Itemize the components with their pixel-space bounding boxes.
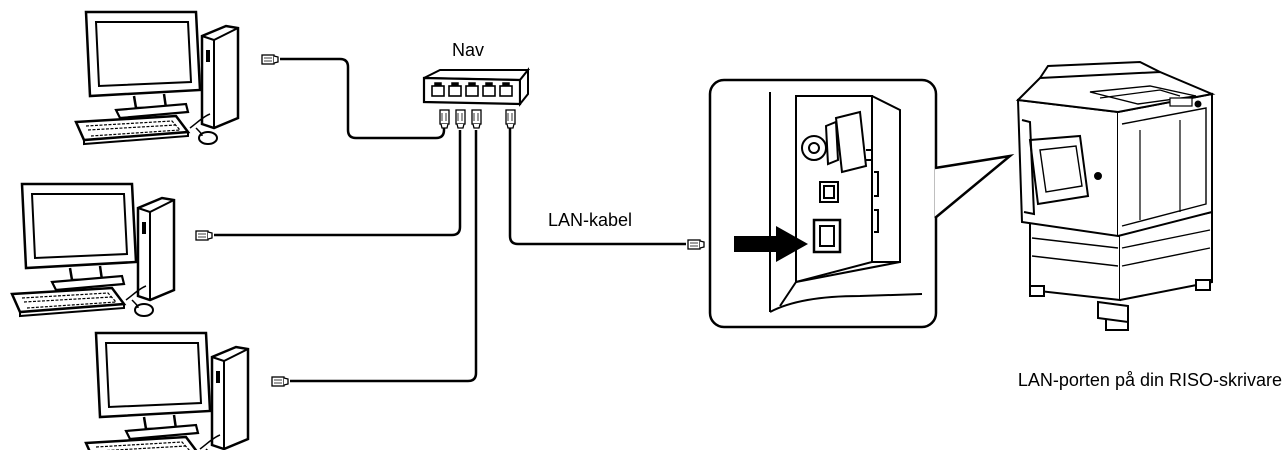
printer-port-label: LAN-porten på din RISO-skrivare	[1018, 370, 1282, 390]
connector-pc3	[271, 376, 289, 387]
computer-3	[84, 331, 250, 450]
connector-pc2	[195, 230, 213, 241]
network-cables	[214, 57, 686, 383]
computer-1	[74, 10, 240, 146]
hub-device	[422, 67, 531, 107]
hub-plugs	[439, 109, 516, 129]
connector-printer	[687, 239, 705, 250]
connector-pc1	[261, 54, 279, 65]
hub-ports	[431, 85, 513, 97]
hub-label: Nav	[452, 40, 484, 60]
computer-2	[10, 182, 176, 318]
riso-printer	[1015, 60, 1216, 331]
arrow-icon	[734, 226, 808, 262]
cable-label: LAN-kabel	[548, 210, 632, 230]
lan-port-callout	[708, 78, 1015, 329]
